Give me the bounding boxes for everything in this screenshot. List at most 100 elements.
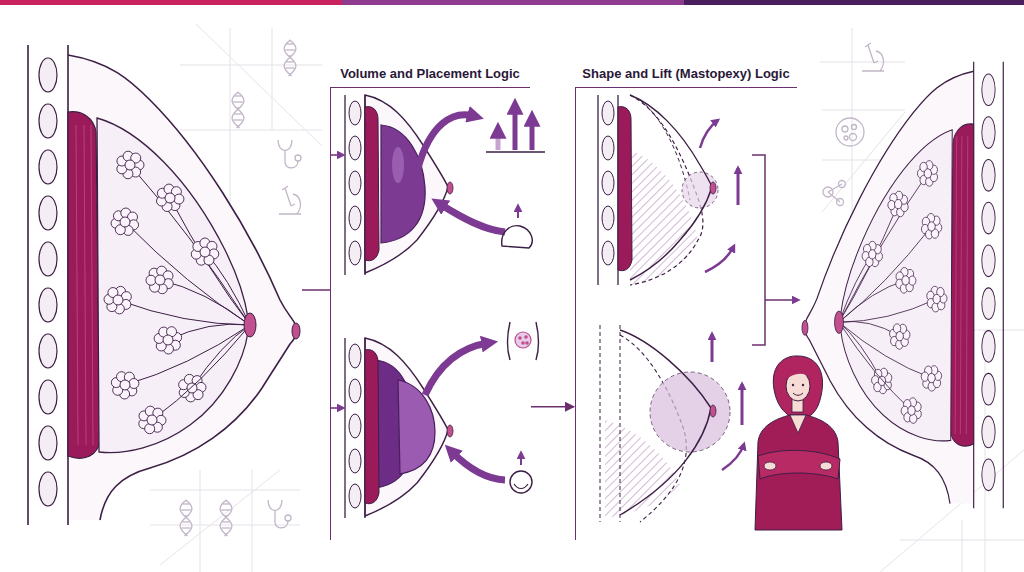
eye (802, 384, 804, 386)
mini-chest-wall (345, 95, 379, 275)
milk-duct (152, 325, 250, 420)
milk-duct (125, 325, 250, 385)
breast-outline (630, 95, 712, 280)
areola-zone (682, 172, 718, 208)
rib (39, 242, 57, 276)
dna-icon (180, 500, 192, 536)
gland-tissue (97, 118, 248, 453)
panel-heading-row: Volume and Placement Logic (330, 64, 530, 82)
microscope-icon (279, 186, 301, 214)
nipple (447, 182, 453, 194)
milk-duct (125, 222, 250, 325)
pectoral-muscle (365, 107, 379, 261)
dna-icon (180, 500, 192, 536)
dna-icon (285, 49, 295, 50)
nipple (802, 320, 808, 335)
chest-wall (344, 338, 345, 518)
top-bar (342, 0, 684, 5)
shape-icon (510, 471, 532, 493)
dna-icon (235, 95, 242, 96)
lobule (909, 276, 916, 285)
gland-tissue (840, 130, 952, 441)
lift-arrow (700, 120, 718, 148)
lobule (924, 169, 931, 178)
lobule (147, 415, 157, 425)
dna-icon (284, 40, 296, 76)
dna-icon (220, 500, 232, 536)
collar (790, 415, 806, 433)
dna-icon (232, 92, 244, 128)
pectoral-muscle (365, 350, 379, 504)
volume-arrow (530, 120, 535, 150)
breast-outline (365, 338, 448, 516)
stethoscope-icon (268, 500, 288, 528)
lobule (869, 250, 876, 259)
nipple (292, 323, 300, 339)
dna-icon (233, 101, 243, 102)
muscle-fibre (91, 125, 93, 445)
grid-line (160, 470, 280, 565)
curved-arrow (418, 115, 474, 168)
lift-arrow (705, 246, 734, 272)
icon-base (486, 151, 545, 153)
dna-icon (286, 61, 294, 62)
rib (982, 117, 995, 149)
curved-arrow (440, 204, 505, 232)
ghost-wall (600, 325, 601, 522)
background-grid (150, 24, 1024, 572)
rib (349, 414, 361, 438)
lobule (129, 379, 139, 389)
grid-line (962, 520, 963, 572)
rib (349, 484, 361, 508)
dna-icon (289, 73, 290, 74)
implant (398, 380, 435, 474)
breast-outline (365, 95, 448, 273)
bracket-line (752, 155, 765, 345)
ghost-wall (620, 325, 621, 522)
lift-arrow (722, 444, 744, 470)
presenter-figure (755, 356, 842, 530)
rib (349, 101, 361, 125)
bracket-arrow (331, 154, 343, 156)
chest-wall (1003, 62, 1004, 508)
lift-arrow (737, 168, 740, 205)
rib (982, 160, 995, 192)
rib (602, 171, 614, 195)
rib (39, 104, 57, 138)
dna-icon (225, 533, 226, 534)
panel-frame (330, 87, 530, 540)
lobule (928, 222, 935, 231)
dna-icon (185, 533, 186, 534)
lobule (878, 376, 885, 385)
milk-duct (118, 300, 250, 325)
rib (349, 379, 361, 403)
lobule (120, 380, 130, 390)
grid-line (196, 24, 322, 146)
breast-before (28, 45, 300, 525)
mini-chest-wall (598, 95, 632, 285)
dna-icon (223, 503, 230, 504)
grid-line (985, 330, 986, 572)
petri-icon (844, 136, 848, 140)
curved-arrow (452, 452, 505, 480)
dna-icon (225, 515, 227, 516)
dna-icon (183, 503, 190, 504)
lobule (908, 406, 915, 415)
rib (39, 472, 57, 506)
dna-icon (221, 527, 230, 528)
science-icons (180, 40, 884, 536)
molecule-icon (839, 181, 846, 188)
petri-icon (850, 134, 857, 141)
milk-duct (839, 226, 932, 322)
dna-icon (233, 119, 242, 120)
crossed-arms (758, 450, 840, 479)
petri-icon (842, 126, 848, 132)
fat-cell-icon (515, 332, 531, 348)
shirt (755, 415, 842, 530)
smile (793, 393, 803, 395)
muscle-fibre (960, 136, 961, 434)
rib (982, 459, 995, 491)
panel-heading: Volume and Placement Logic (337, 65, 523, 82)
dna-icon (284, 40, 296, 76)
